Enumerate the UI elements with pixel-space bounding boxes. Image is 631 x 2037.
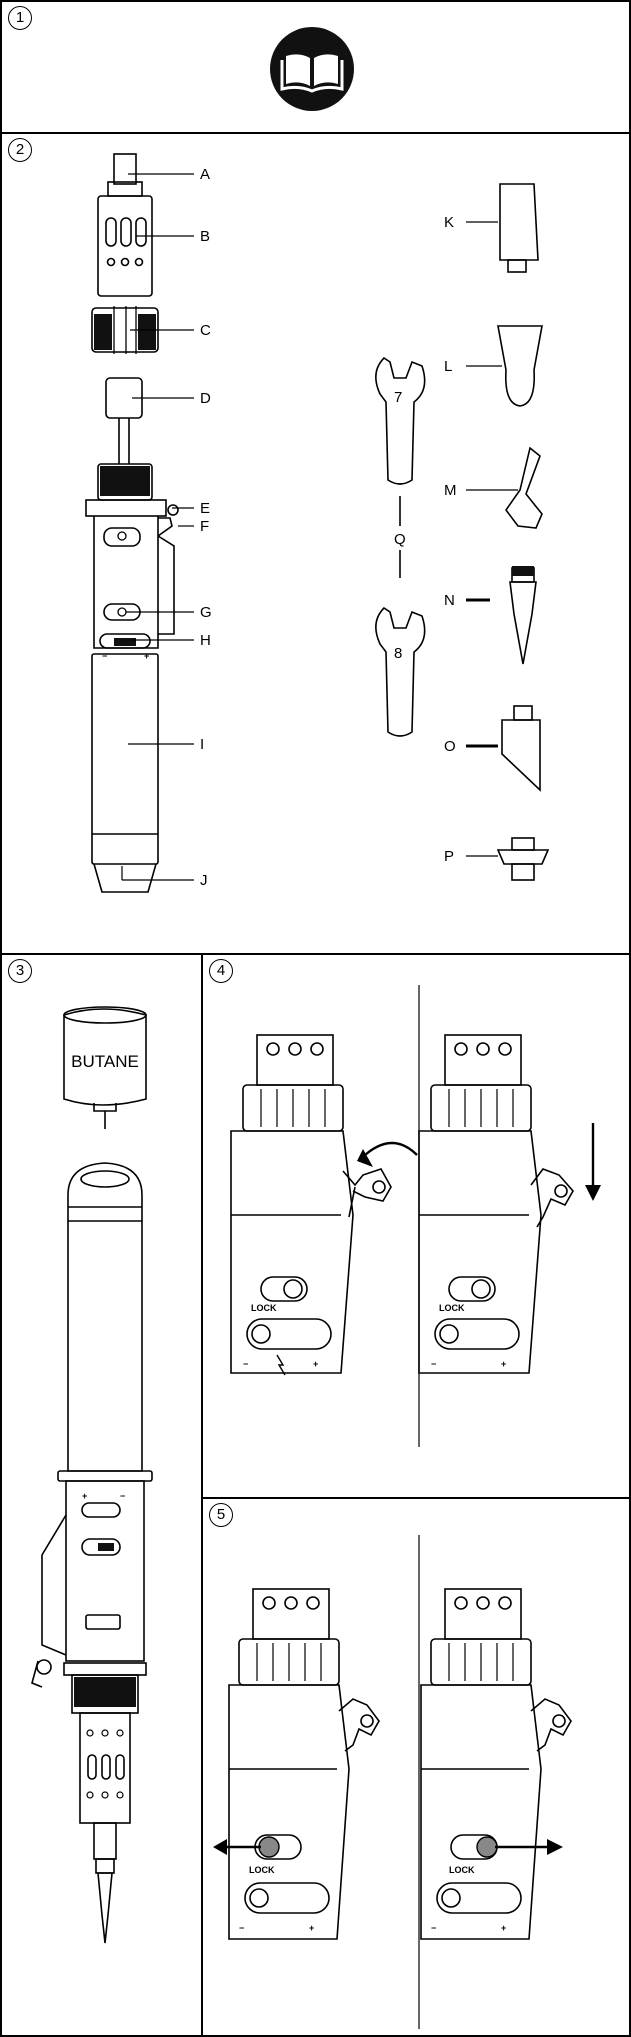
scale-minus-right: − bbox=[431, 1359, 436, 1369]
lock-slider-diagram: LOCK − + LOCK − + bbox=[213, 1535, 572, 2029]
lock-label-right-5: LOCK bbox=[449, 1865, 475, 1875]
flame-icon bbox=[276, 1354, 286, 1376]
label-I: I bbox=[200, 736, 204, 753]
p3-scale-plus: + bbox=[82, 1491, 87, 1501]
label-L: L bbox=[444, 358, 452, 375]
flame-scale-plus: + bbox=[144, 651, 149, 661]
label-A: A bbox=[200, 166, 210, 183]
label-H: H bbox=[200, 632, 211, 649]
scale-plus-left: + bbox=[313, 1359, 318, 1369]
lock-label-left: LOCK bbox=[251, 1303, 277, 1313]
exploded-parts-diagram: − + A B C D E F G H I J bbox=[85, 153, 550, 893]
panel-number-4: 4 bbox=[209, 959, 233, 983]
panel-number-1: 1 bbox=[8, 6, 32, 30]
scale-minus-left-5: − bbox=[239, 1923, 244, 1933]
scale-minus-right-5: − bbox=[431, 1923, 436, 1933]
lock-label-left-5: LOCK bbox=[249, 1865, 275, 1875]
label-O: O bbox=[444, 738, 456, 755]
label-Q: Q bbox=[394, 531, 406, 548]
label-D: D bbox=[200, 390, 211, 407]
label-J: J bbox=[200, 872, 208, 889]
scale-plus-right-5: + bbox=[501, 1923, 506, 1933]
scale-plus-right: + bbox=[501, 1359, 506, 1369]
panel-number-3: 3 bbox=[8, 959, 32, 983]
panel-number-2: 2 bbox=[8, 138, 32, 162]
panel-3: 3 bbox=[0, 953, 203, 2037]
lock-label-right: LOCK bbox=[439, 1303, 465, 1313]
label-E: E bbox=[200, 500, 210, 517]
refill-diagram: BUTANE + − bbox=[31, 1006, 153, 1944]
manual-book-icon bbox=[270, 27, 354, 111]
scale-plus-left-5: + bbox=[309, 1923, 314, 1933]
label-M: M bbox=[444, 482, 457, 499]
panel-2: 2 bbox=[0, 132, 631, 955]
label-N: N bbox=[444, 592, 455, 609]
canister-label: BUTANE bbox=[71, 1052, 139, 1071]
label-G: G bbox=[200, 604, 212, 621]
panel-number-5: 5 bbox=[209, 1503, 233, 1527]
rotate-arrow-icon bbox=[364, 1141, 418, 1156]
flame-scale-minus: − bbox=[102, 651, 107, 661]
panel-4: 4 LOCK − + bbox=[201, 953, 631, 1499]
label-C: C bbox=[200, 322, 211, 339]
label-K: K bbox=[444, 214, 454, 231]
p3-scale-minus: − bbox=[120, 1491, 125, 1501]
label-F: F bbox=[200, 518, 209, 535]
panel-5: 5 LOCK − + bbox=[201, 1497, 631, 2037]
label-P: P bbox=[444, 848, 454, 865]
scale-minus-left: − bbox=[243, 1359, 248, 1369]
label-B: B bbox=[200, 228, 210, 245]
wrench-7-size: 7 bbox=[394, 389, 402, 406]
wrench-8-size: 8 bbox=[394, 645, 402, 662]
panel-1: 1 bbox=[0, 0, 631, 134]
unlock-lever-diagram: LOCK − + LOCK − + bbox=[230, 985, 601, 1447]
